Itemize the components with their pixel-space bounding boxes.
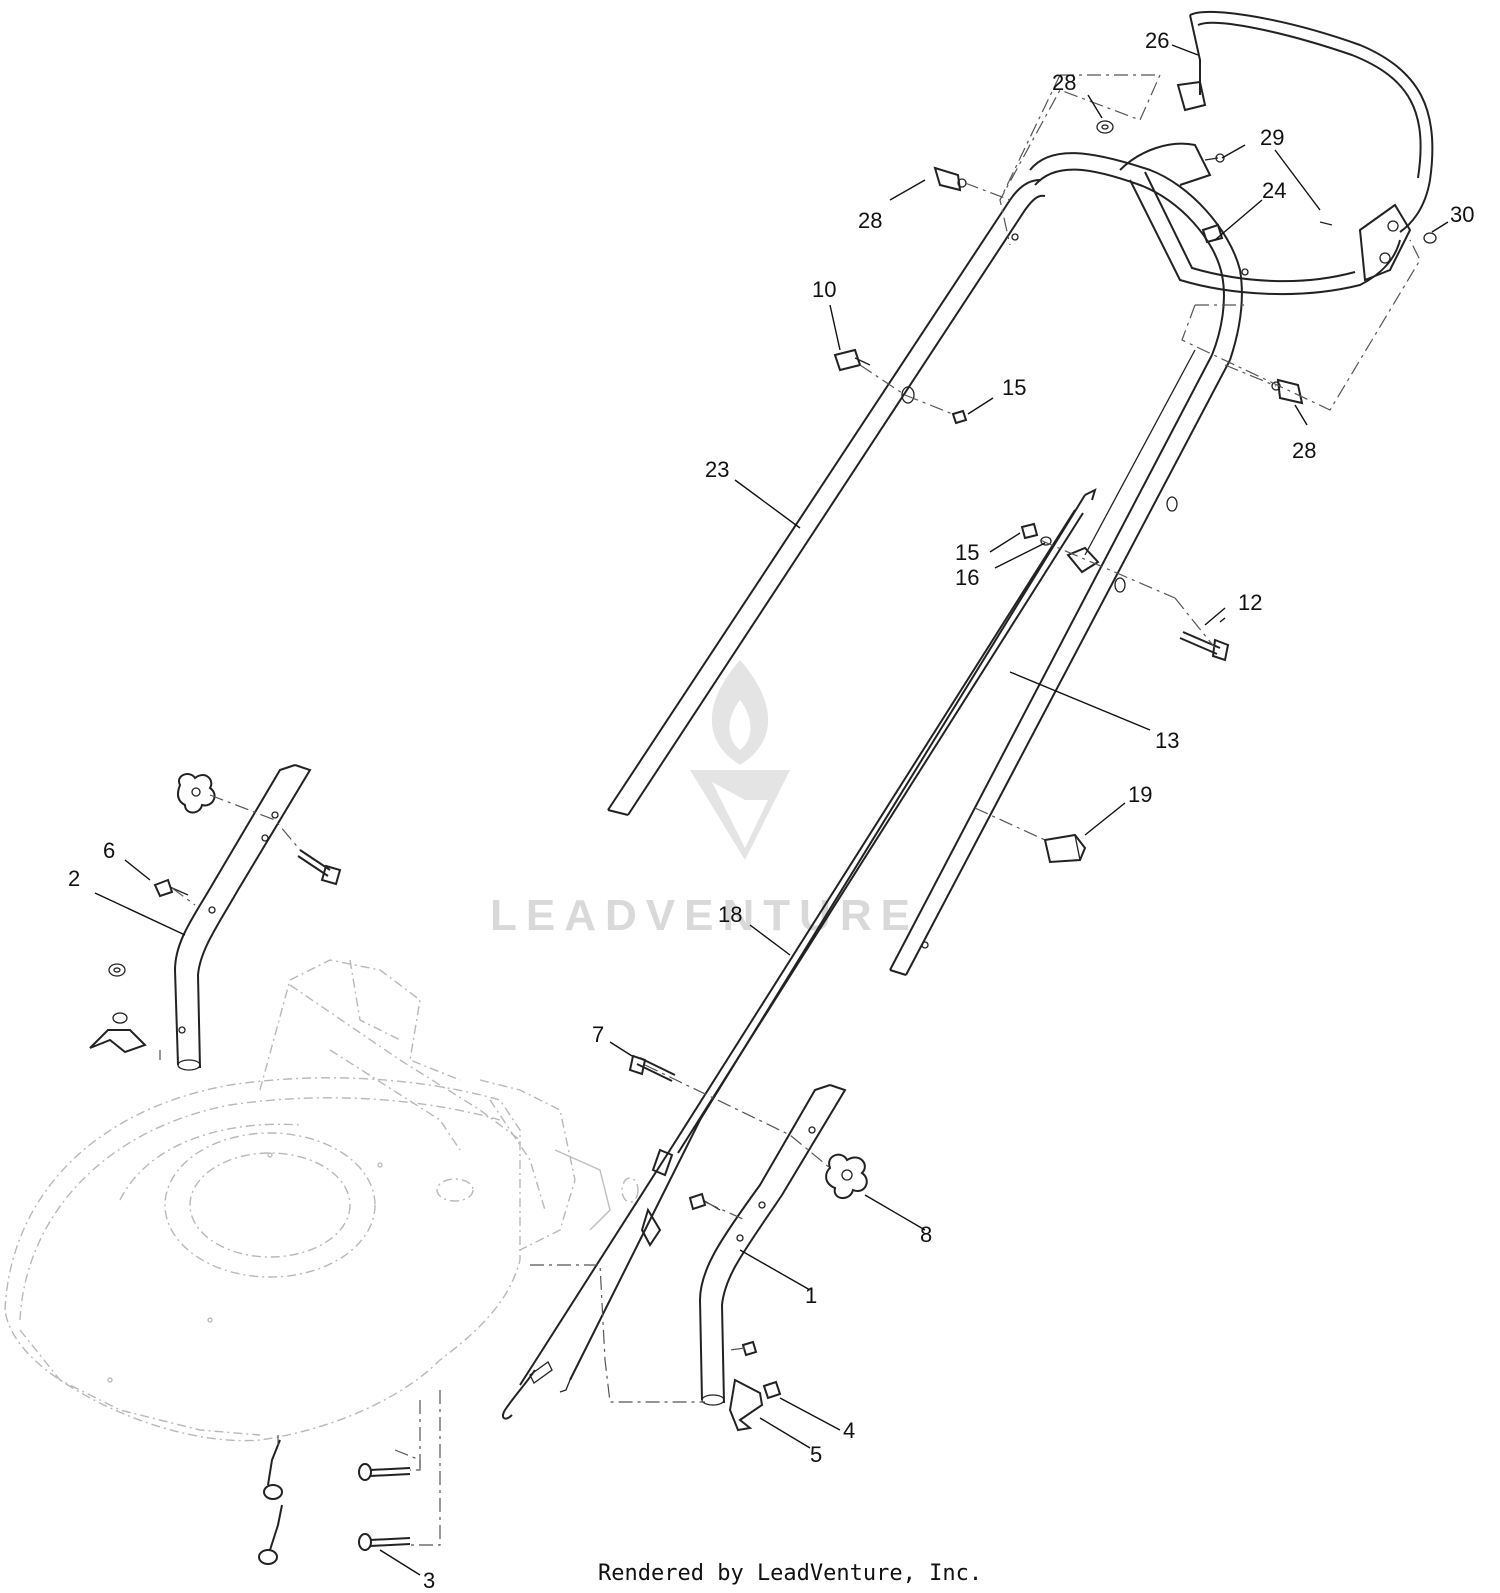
nut-left bbox=[108, 963, 126, 977]
callout-labels: 26 28 29 24 30 28 10 15 28 23 15 16 12 1… bbox=[68, 28, 1474, 1593]
cable-clip-10 bbox=[833, 348, 871, 372]
lower-handle-left-2 bbox=[173, 764, 312, 1071]
callout-8: 8 bbox=[920, 1222, 932, 1247]
callout-29: 29 bbox=[1260, 125, 1284, 150]
assembly-lines bbox=[159, 74, 1421, 1546]
upper-handle-left-tube bbox=[607, 179, 1046, 816]
callout-16: 16 bbox=[955, 565, 979, 590]
watermark: LEADVENTURE bbox=[490, 660, 919, 940]
callout-4: 4 bbox=[843, 1418, 855, 1443]
mower-deck-ghost bbox=[4, 959, 639, 1442]
washer-28-top bbox=[1096, 120, 1114, 134]
carriage-bolt-12 bbox=[1179, 631, 1230, 662]
star-knob-right-8 bbox=[825, 1153, 868, 1199]
lower-handle-right-1 bbox=[698, 1084, 847, 1406]
watermark-text: LEADVENTURE bbox=[490, 891, 919, 940]
callout-15-upper: 15 bbox=[1002, 375, 1026, 400]
callout-3: 3 bbox=[423, 1568, 435, 1593]
control-cable-13 bbox=[559, 349, 1196, 1393]
callout-28-top: 28 bbox=[1052, 70, 1076, 95]
nut-4 bbox=[741, 1340, 782, 1400]
leader-lines bbox=[94, 44, 1449, 1576]
callout-26: 26 bbox=[1145, 28, 1169, 53]
handle-knob-upper-left bbox=[933, 166, 967, 192]
carriage-bolt-left bbox=[297, 849, 342, 886]
callout-19: 19 bbox=[1128, 782, 1152, 807]
callout-30: 30 bbox=[1450, 202, 1474, 227]
watermark-flame-logo bbox=[690, 660, 790, 860]
render-credit: Rendered by LeadVenture, Inc. bbox=[598, 1561, 982, 1586]
deck-bolts-3 bbox=[258, 1439, 411, 1565]
callout-15-lower: 15 bbox=[955, 540, 979, 565]
upper-handle-crossbar bbox=[889, 152, 1249, 976]
drive-cable-18 bbox=[502, 509, 1084, 1420]
nut-15-upper bbox=[951, 409, 968, 425]
handle-knob-upper-right bbox=[1271, 378, 1304, 405]
callout-10: 10 bbox=[812, 277, 836, 302]
callout-2: 2 bbox=[68, 866, 80, 891]
wing-clip-5 bbox=[728, 1378, 764, 1432]
bolt-6 bbox=[153, 878, 189, 898]
callout-12: 12 bbox=[1238, 590, 1262, 615]
nut-15-lower bbox=[1020, 522, 1039, 540]
star-knob-left bbox=[177, 773, 216, 814]
callout-28-right: 28 bbox=[1292, 438, 1316, 463]
callout-5: 5 bbox=[810, 1442, 822, 1467]
callout-6: 6 bbox=[103, 838, 115, 863]
callout-24: 24 bbox=[1262, 178, 1286, 203]
callout-18: 18 bbox=[718, 902, 742, 927]
control-bail-assembly bbox=[1119, 10, 1434, 296]
callout-7: 7 bbox=[592, 1022, 604, 1047]
height-clip-left bbox=[89, 1012, 147, 1054]
cable-guide-19 bbox=[1043, 833, 1087, 864]
carriage-bolt-7 bbox=[628, 1054, 676, 1082]
callout-23: 23 bbox=[705, 457, 729, 482]
callout-28-left: 28 bbox=[858, 208, 882, 233]
callout-13: 13 bbox=[1155, 728, 1179, 753]
washer-30 bbox=[1423, 232, 1437, 244]
callout-1: 1 bbox=[805, 1283, 817, 1308]
